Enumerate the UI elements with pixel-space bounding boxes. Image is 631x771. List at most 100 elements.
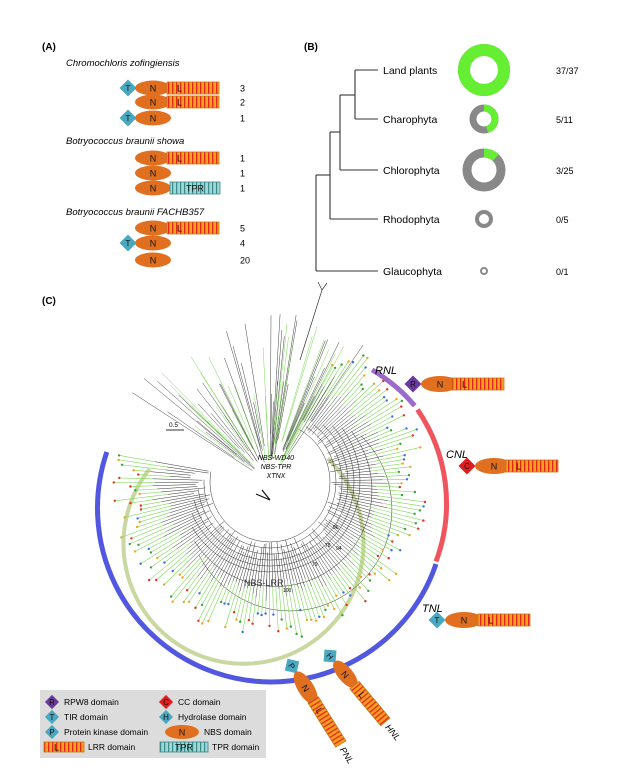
nbs-domain	[135, 110, 171, 126]
tree-root	[255, 489, 271, 501]
nbs-lrr-inner-ring	[121, 456, 366, 666]
nbs-domain-letter: N	[179, 728, 186, 738]
taxon-ratio: 5/11	[556, 115, 573, 125]
nbs-domain-letter: N	[150, 114, 157, 124]
tir-domain-letter: T	[126, 84, 131, 93]
legend-glyph	[158, 709, 174, 725]
nbs-domain-letter: N	[150, 239, 157, 249]
nbs-domain	[135, 220, 171, 236]
phylogenetic-tree	[112, 281, 427, 638]
species-name: Chromochloris zofingiensis	[66, 58, 180, 69]
nbs-domain-letter: N	[150, 154, 157, 164]
node-label: 96	[333, 525, 339, 531]
gene-count: 5	[240, 224, 245, 234]
lrr-domain	[166, 95, 220, 109]
nbs-domain	[293, 671, 318, 705]
nbs-domain	[135, 235, 171, 251]
nbs-domain	[135, 94, 171, 110]
panel-a: (A) Chromochloris zofingiensis Botryococ…	[42, 42, 250, 268]
rpw8-domain-letter: R	[410, 380, 416, 389]
legend-label: CC domain	[178, 697, 221, 707]
lrr-domain	[43, 741, 85, 753]
gene-count: 4	[240, 239, 245, 249]
nbs-domain-letter: N	[491, 462, 498, 472]
nbs-domain	[421, 376, 459, 392]
clade-label-hnl: HNL	[383, 722, 402, 742]
protein-kinase-domain	[284, 658, 300, 674]
taxon-row: Charophyta 5/11	[383, 104, 573, 134]
taxon-name: Land plants	[383, 65, 437, 77]
tir-domain-letter: T	[435, 616, 440, 625]
tpr-domain-letter: TPR	[186, 184, 205, 194]
legend-glyph	[44, 724, 60, 740]
rnl-clade-arc	[370, 367, 417, 408]
taxon-ratio: 37/37	[556, 66, 579, 76]
gene-count: 20	[240, 256, 250, 266]
lrr-domain-letter: L	[177, 98, 182, 108]
nbs-lrr-label: NBS-LRR	[244, 578, 284, 588]
legend-label: TIR domain	[64, 712, 108, 722]
center-label: NBS-TPR	[261, 464, 292, 471]
lrr-domain	[166, 81, 220, 95]
tree-branches	[150, 383, 393, 612]
hydrolase-domain-letter: H	[324, 651, 335, 661]
outgroup-green-branches	[161, 323, 345, 467]
legend-label: RPW8 domain	[64, 697, 119, 707]
legend-glyph-letter: C	[163, 698, 169, 707]
legend-item: C CC domain	[158, 694, 221, 710]
protein-kinase-domain-letter: P	[286, 662, 296, 671]
nbs-domain	[135, 252, 171, 268]
cnl-clade-arc	[415, 408, 449, 563]
nbs-domain	[135, 80, 171, 96]
node-label: 94	[336, 546, 342, 552]
donut-fraction	[483, 104, 499, 133]
nbs-domain	[135, 165, 171, 181]
gene-count: 3	[240, 84, 245, 94]
legend-label: Hydrolase domain	[178, 712, 247, 722]
node-label: 78	[325, 543, 331, 549]
taxon-name: Rhodophyta	[383, 214, 440, 226]
center-label: XTNX	[266, 473, 286, 480]
legend-glyph	[44, 709, 60, 725]
taxon-name: Chlorophyta	[383, 165, 440, 177]
lrr-domain	[505, 459, 559, 473]
nbs-domain-letter: N	[461, 616, 468, 626]
tir-domain	[119, 79, 137, 97]
nbs-domain	[333, 660, 358, 689]
lrr-domain-letter: L	[177, 84, 182, 94]
legend-label: Protein kinase domain	[64, 727, 148, 737]
panel-c-label: (C)	[42, 296, 56, 307]
hydrolase-domain	[323, 649, 337, 663]
legend-glyph-letter: H	[163, 713, 169, 722]
legend-label: LRR domain	[88, 742, 136, 752]
long-branch	[299, 281, 328, 361]
lrr-domain-letter: L	[357, 690, 368, 700]
lrr-domain-letter: L	[462, 380, 467, 390]
nbs-domain	[445, 612, 483, 628]
gene-count: 1	[240, 169, 245, 179]
legend-label: TPR domain	[212, 742, 260, 752]
tir-domain	[119, 109, 137, 127]
nbs-domain-letter: N	[150, 169, 157, 179]
taxon-row: Land plants 37/37	[383, 44, 579, 96]
taxon-ratio: 3/25	[556, 166, 574, 176]
taxon-name: Charophyta	[383, 114, 437, 126]
taxon-name: Glaucophyta	[383, 266, 442, 278]
